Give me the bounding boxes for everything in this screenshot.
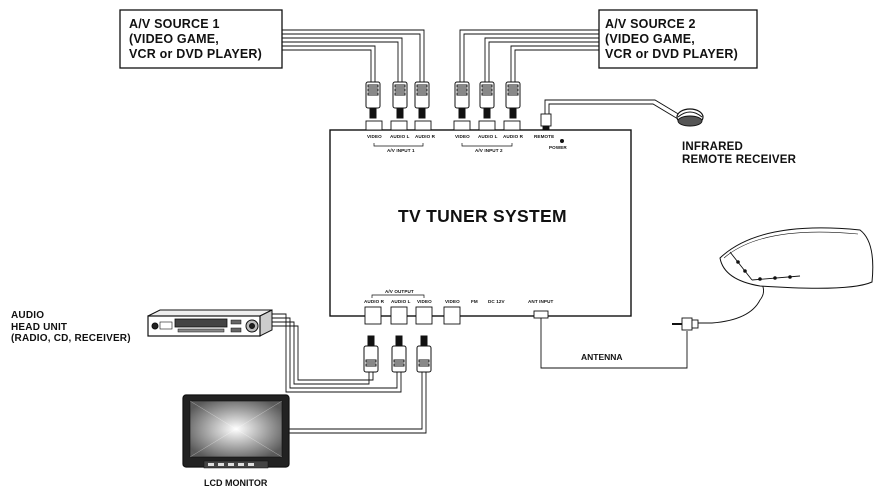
power-label: POWER [549,145,567,150]
input-plugs [365,81,521,119]
ir-receiver [540,99,704,133]
source1-box [119,9,283,69]
source1-line2: (VIDEO GAME, [129,32,219,46]
audio-unit-line3: (RADIO, CD, RECEIVER) [11,333,131,344]
output-group-label: A/V OUTPUT [385,289,414,294]
input2-audio-r-label: AUDIO R [503,134,524,139]
output-jacks [364,306,549,325]
source1-line3: VCR or DVD PLAYER) [129,47,263,61]
tuner-title: TV TUNER SYSTEM [398,206,567,226]
output-bracket [371,294,425,298]
output-audio-r-label: AUDIO R [364,299,385,304]
antenna-label: ANTENNA [581,352,623,362]
input2-group-label: A/V INPUT 2 [475,148,503,153]
source1-label: A/V SOURCE 1 (VIDEO GAME, VCR or DVD PLA… [129,17,262,62]
remote-label: REMOTE [534,134,555,139]
source1-cables [282,29,425,82]
rca-plug [479,81,495,119]
power-led [560,139,564,143]
ant-input-label: ANT INPUT [528,299,554,304]
video2-label: VIDEO [445,299,460,304]
ir-receiver-label: INFRARED REMOTE RECEIVER [682,141,796,167]
audio-unit-label: AUDIO HEAD UNIT (RADIO, CD, RECEIVER) [11,310,131,345]
input-jacks [365,120,521,131]
lcd-monitor-label: LCD MONITOR [204,478,268,488]
audio-head-unit [147,309,273,337]
source2-line2: (VIDEO GAME, [605,32,695,46]
output-audio-l-label: AUDIO L [391,299,411,304]
video-cable [288,372,427,434]
source2-line1: A/V SOURCE 2 [605,17,696,31]
audio-unit-line2: HEAD UNIT [11,321,68,333]
source2-label: A/V SOURCE 2 (VIDEO GAME, VCR or DVD PLA… [605,17,738,62]
audio-unit-line1: AUDIO [11,310,45,321]
source1-line1: A/V SOURCE 1 [129,17,220,31]
rca-plug [454,81,470,119]
input2-audio-l-label: AUDIO L [478,134,498,139]
ir-receiver-line2: REMOTE RECEIVER [682,154,797,166]
rca-plug [363,335,379,373]
lcd-monitor [182,394,290,469]
output-video-label: VIDEO [417,299,432,304]
rca-plug [505,81,521,119]
rca-plug [416,335,432,373]
audio-cables [272,313,402,393]
input1-group-label: A/V INPUT 1 [387,148,415,153]
fm-label: FM [471,299,478,304]
input-brackets [373,143,513,147]
input1-audio-r-label: AUDIO R [415,134,436,139]
antenna-plug [672,317,699,331]
rca-plug [392,81,408,119]
input1-video-label: VIDEO [367,134,382,139]
source2-cables [459,29,599,82]
output-plugs [363,335,432,373]
dc-label: DC 12V [488,299,505,304]
rca-plug [365,81,381,119]
tuner-box [329,129,632,317]
input2-video-label: VIDEO [455,134,470,139]
source2-box [598,9,758,69]
rca-plug [391,335,407,373]
input1-audio-l-label: AUDIO L [390,134,410,139]
windshield [719,227,874,289]
rca-plug [414,81,430,119]
ir-receiver-line1: INFRARED [682,141,744,153]
source2-line3: VCR or DVD PLAYER) [605,47,739,61]
